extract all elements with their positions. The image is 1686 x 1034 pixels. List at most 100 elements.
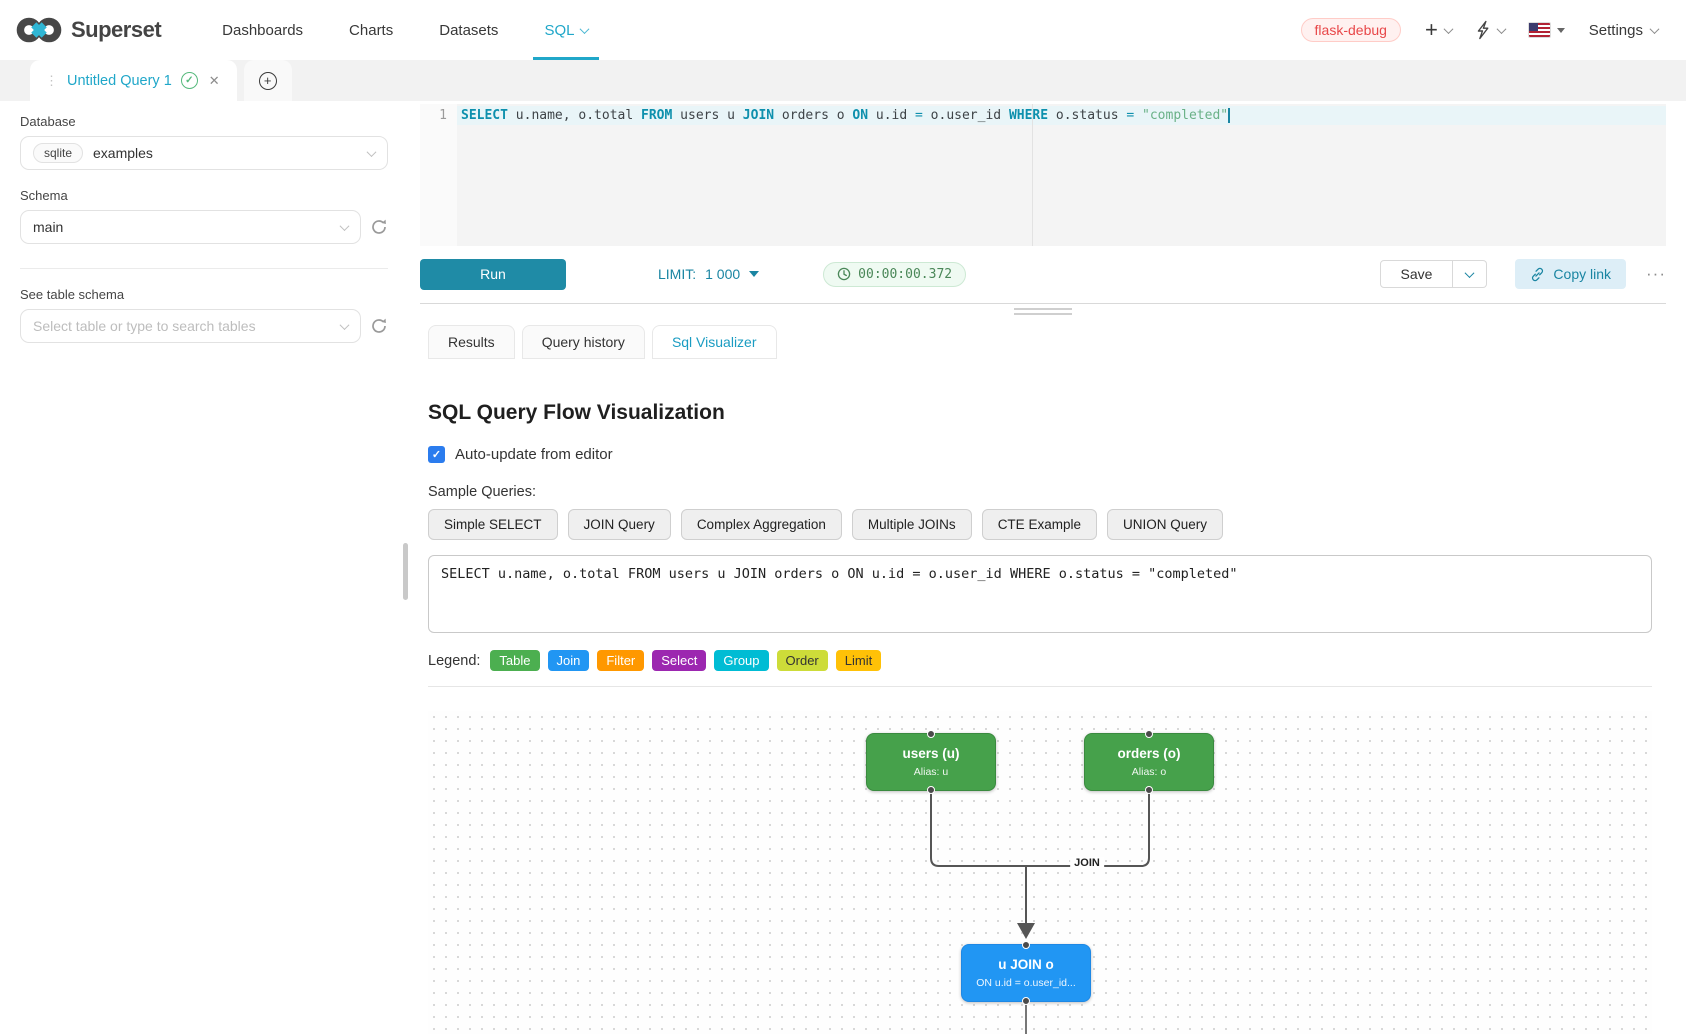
superset-logo[interactable]: Superset (16, 14, 162, 46)
schema-select[interactable]: main (20, 210, 361, 244)
legend-badge-order: Order (776, 650, 828, 671)
node-handle-bottom[interactable] (927, 786, 935, 794)
sample-query-buttons: Simple SELECT JOIN Query Complex Aggregati… (428, 509, 1652, 540)
copy-link-button[interactable]: Copy link (1515, 259, 1627, 289)
flow-node-users[interactable]: users (u)Alias: u (866, 730, 996, 794)
code-line: SELECT u.name, o.total FROM users u JOIN… (461, 108, 1231, 123)
node-subtitle: Alias: u (913, 766, 949, 778)
language-picker[interactable] (1528, 23, 1565, 37)
sample-button-cte-example[interactable]: CTE Example (981, 509, 1097, 540)
refresh-schemas-icon[interactable] (370, 218, 388, 236)
save-button[interactable]: Save (1379, 260, 1454, 288)
editor-toolbar: Run LIMIT: 1 000 00:00:00.372 Save (420, 253, 1666, 295)
editor-gutter: 1 (420, 104, 457, 246)
plus-circle-icon: + (258, 71, 277, 90)
more-menu-button[interactable]: ··· (1646, 264, 1666, 283)
sql-editor-pane: 1 SELECT u.name, o.total FROM users u JO… (410, 101, 1686, 1034)
sample-button-multiple-joins[interactable]: Multiple JOINs (851, 509, 972, 540)
nav-item-sql[interactable]: SQL (521, 0, 611, 60)
node-handle-bottom[interactable] (1022, 997, 1030, 1005)
legend-badge-group: Group (714, 650, 769, 671)
query-tabstrip: ⋮ Untitled Query 1 ✓ ✕ + (0, 60, 1686, 101)
link-icon (1532, 267, 1544, 281)
query-tab[interactable]: ⋮ Untitled Query 1 ✓ ✕ (30, 60, 237, 101)
node-handle-top[interactable] (1022, 941, 1030, 949)
tab-sql-visualizer[interactable]: Sql Visualizer (651, 325, 777, 359)
refresh-tables-icon[interactable] (370, 317, 388, 335)
env-badge: flask-debug (1300, 18, 1401, 42)
nav-items: Dashboards Charts Datasets SQL (199, 0, 611, 60)
limit-value: 1 000 (705, 266, 741, 282)
limit-label: LIMIT: (658, 266, 697, 282)
check-circle-icon: ✓ (180, 72, 198, 89)
run-button[interactable]: Run (420, 258, 566, 290)
node-title: orders (o) (1117, 746, 1181, 761)
table-select[interactable]: Select table or type to search tables (20, 309, 361, 343)
tab-query-history[interactable]: Query history (521, 325, 645, 359)
node-handle-top[interactable] (1145, 730, 1153, 738)
caret-down-icon (1556, 27, 1565, 33)
brand-name: Superset (71, 17, 162, 42)
schema-label: Schema (20, 188, 68, 203)
sql-visualizer-panel: SQL Query Flow Visualization ✓ Auto-upda… (420, 359, 1666, 1034)
node-handle-top[interactable] (927, 730, 935, 738)
print-margin-line (1032, 104, 1033, 246)
sample-button-simple-select[interactable]: Simple SELECT (428, 509, 558, 540)
database-engine-pill: sqlite (33, 143, 84, 163)
checkbox-checked-icon[interactable]: ✓ (428, 446, 445, 463)
legend-badge-join: Join (547, 650, 590, 671)
chevron-down-icon (366, 146, 377, 157)
auto-update-checkbox-row[interactable]: ✓ Auto-update from editor (428, 446, 1652, 463)
drag-dots-icon: ⋮ (45, 72, 58, 88)
node-handle-bottom[interactable] (1145, 786, 1153, 794)
visualizer-query-input[interactable]: SELECT u.name, o.total FROM users u JOIN… (428, 555, 1652, 633)
us-flag-icon (1528, 23, 1550, 37)
query-search-button[interactable] (1476, 20, 1507, 40)
table-schema-label: See table schema (20, 287, 125, 302)
chevron-down-icon (1464, 267, 1475, 278)
sample-button-complex-aggregation[interactable]: Complex Aggregation (680, 509, 842, 540)
database-select[interactable]: sqlite examples (20, 136, 388, 170)
line-number: 1 (439, 108, 447, 123)
chevron-down-icon (1649, 23, 1660, 34)
visualizer-title: SQL Query Flow Visualization (428, 401, 725, 424)
new-item-button[interactable]: + (1425, 19, 1454, 41)
flow-node-orders[interactable]: orders (o)Alias: o (1084, 730, 1214, 794)
copy-link-label: Copy link (1553, 266, 1612, 282)
chevron-down-icon (1496, 23, 1507, 34)
legend-badge-filter: Filter (597, 650, 645, 671)
sample-button-join-query[interactable]: JOIN Query (567, 509, 671, 540)
sample-button-union-query[interactable]: UNION Query (1106, 509, 1223, 540)
query-timer: 00:00:00.372 (823, 261, 967, 287)
database-value: examples (93, 145, 153, 161)
sql-code-editor[interactable]: 1 SELECT u.name, o.total FROM users u JO… (420, 104, 1666, 246)
add-query-tab-button[interactable]: + (243, 60, 292, 101)
top-navbar: Superset Dashboards Charts Datasets SQL fla… (0, 0, 1686, 60)
close-tab-icon[interactable]: ✕ (208, 72, 220, 88)
limit-dropdown[interactable]: LIMIT: 1 000 (658, 266, 760, 282)
editor-code-area[interactable]: SELECT u.name, o.total FROM users u JOIN… (457, 104, 1666, 246)
chevron-down-icon (339, 220, 350, 231)
legend-label: Legend: (428, 652, 481, 669)
settings-label: Settings (1588, 21, 1643, 39)
database-label: Database (20, 114, 76, 129)
settings-menu[interactable]: Settings (1588, 21, 1660, 39)
chevron-down-icon (339, 319, 350, 330)
pane-resize-handle[interactable] (1014, 308, 1072, 318)
nav-item-charts[interactable]: Charts (349, 21, 394, 39)
text-cursor (1228, 108, 1231, 123)
infinity-logo-icon (16, 17, 62, 43)
legend-badge-table: Table (490, 650, 540, 671)
sidebar-divider (20, 268, 388, 269)
nav-item-datasets[interactable]: Datasets (439, 21, 499, 39)
node-title: u JOIN o (998, 957, 1054, 972)
schema-value: main (33, 219, 64, 235)
tab-results[interactable]: Results (428, 325, 515, 359)
nav-item-dashboards[interactable]: Dashboards (222, 21, 304, 39)
lightning-icon (1477, 20, 1489, 40)
sidebar-scrollbar-thumb[interactable] (403, 543, 408, 600)
save-dropdown-button[interactable] (1453, 260, 1488, 288)
